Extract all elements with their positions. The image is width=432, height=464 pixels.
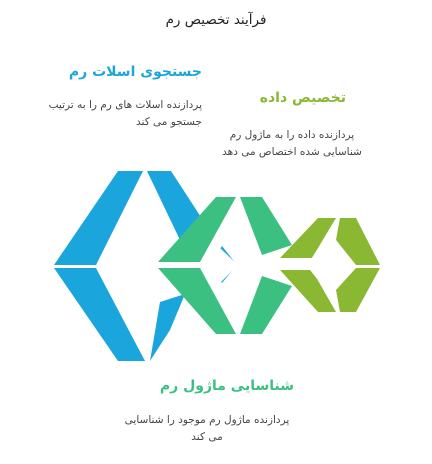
search-shape-segment	[150, 294, 185, 361]
identify-shape-segment	[158, 197, 236, 262]
allocate-heading: تخصیص داده	[259, 90, 346, 106]
allocate-shape-segment	[280, 270, 336, 312]
allocate-shape	[280, 218, 380, 312]
identify-description: پردازنده ماژول رم موجود را شناسایی می کن…	[124, 414, 290, 443]
identify-shape-segment	[158, 268, 236, 334]
search-shape-segment	[54, 268, 145, 361]
allocate-shape-segment	[336, 218, 380, 265]
allocate-description: پردازنده داده را به ماژول رم شناسایی شده…	[222, 129, 362, 158]
search-shape-segment	[54, 171, 143, 265]
search-heading: جستجوی اسلات رم	[68, 64, 202, 80]
identify-heading: شناسایی ماژول رم	[159, 378, 294, 394]
search-description: پردازنده اسلات های رم را به ترتیب جستجو …	[48, 99, 202, 128]
identify-shape-segment	[240, 197, 292, 255]
identify-shape-segment	[240, 276, 292, 334]
diagram-title: فرآیند تخصیص رم	[165, 12, 267, 28]
allocate-shape-segment	[336, 268, 380, 312]
allocate-shape-gap	[306, 250, 332, 280]
identify-shape-gap	[205, 248, 238, 283]
identify-shape	[158, 197, 292, 334]
allocate-shape-segment	[280, 218, 336, 258]
